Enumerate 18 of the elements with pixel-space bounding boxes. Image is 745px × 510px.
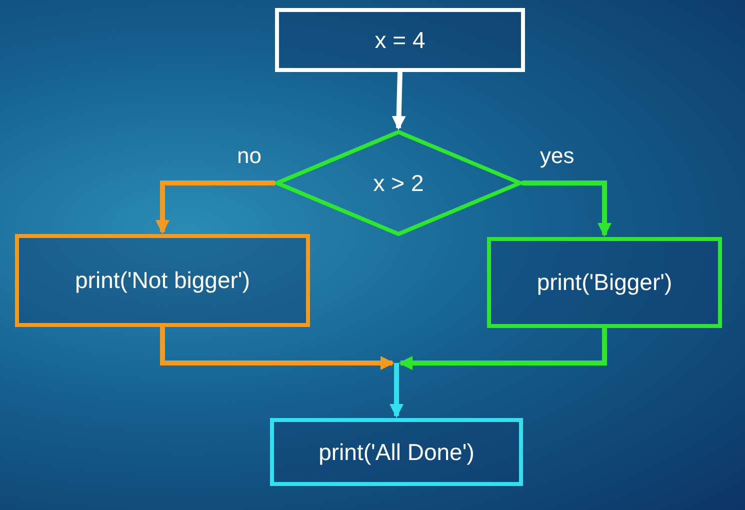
node-label: print('Bigger') [536,268,672,298]
arrow [156,180,275,234]
node-label: print('All Done') [318,438,474,467]
process-box [487,237,722,328]
edge-label: yes [540,145,574,167]
process-box [270,418,523,486]
process-box [275,8,525,72]
node-label: x = 4 [374,26,426,55]
node-label: print('Not bigger') [75,266,250,296]
arrow [398,328,607,370]
arrow [392,72,406,130]
decision-diamond [275,130,522,236]
arrow [522,180,612,237]
arrow [390,363,404,418]
node-label: x > 2 [373,168,424,198]
arrow [160,327,394,370]
edge-label: no [237,145,262,167]
process-box [15,234,310,327]
